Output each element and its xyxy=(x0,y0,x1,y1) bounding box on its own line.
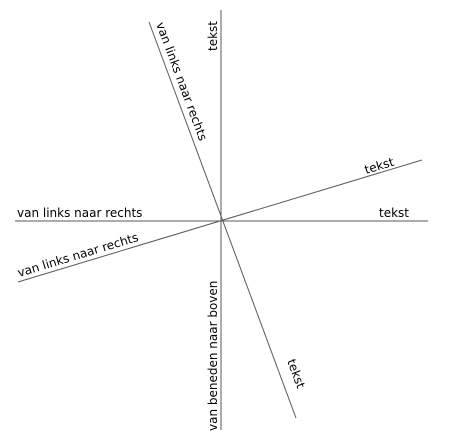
shallow-right-label: tekst xyxy=(363,155,396,177)
horizontal-left-label: van links naar rechts xyxy=(17,206,142,220)
shallow-left-label: van links naar rechts xyxy=(16,230,140,280)
steep-top-label: van links naar rechts xyxy=(153,20,210,142)
steep-bottom-label: tekst xyxy=(284,357,308,390)
shallow-diagonal-line xyxy=(17,159,423,283)
vertical-bottom-label: van beneden naar boven xyxy=(206,281,220,431)
vertical-top-label: tekst xyxy=(206,21,220,51)
horizontal-right-label: tekst xyxy=(379,206,409,220)
